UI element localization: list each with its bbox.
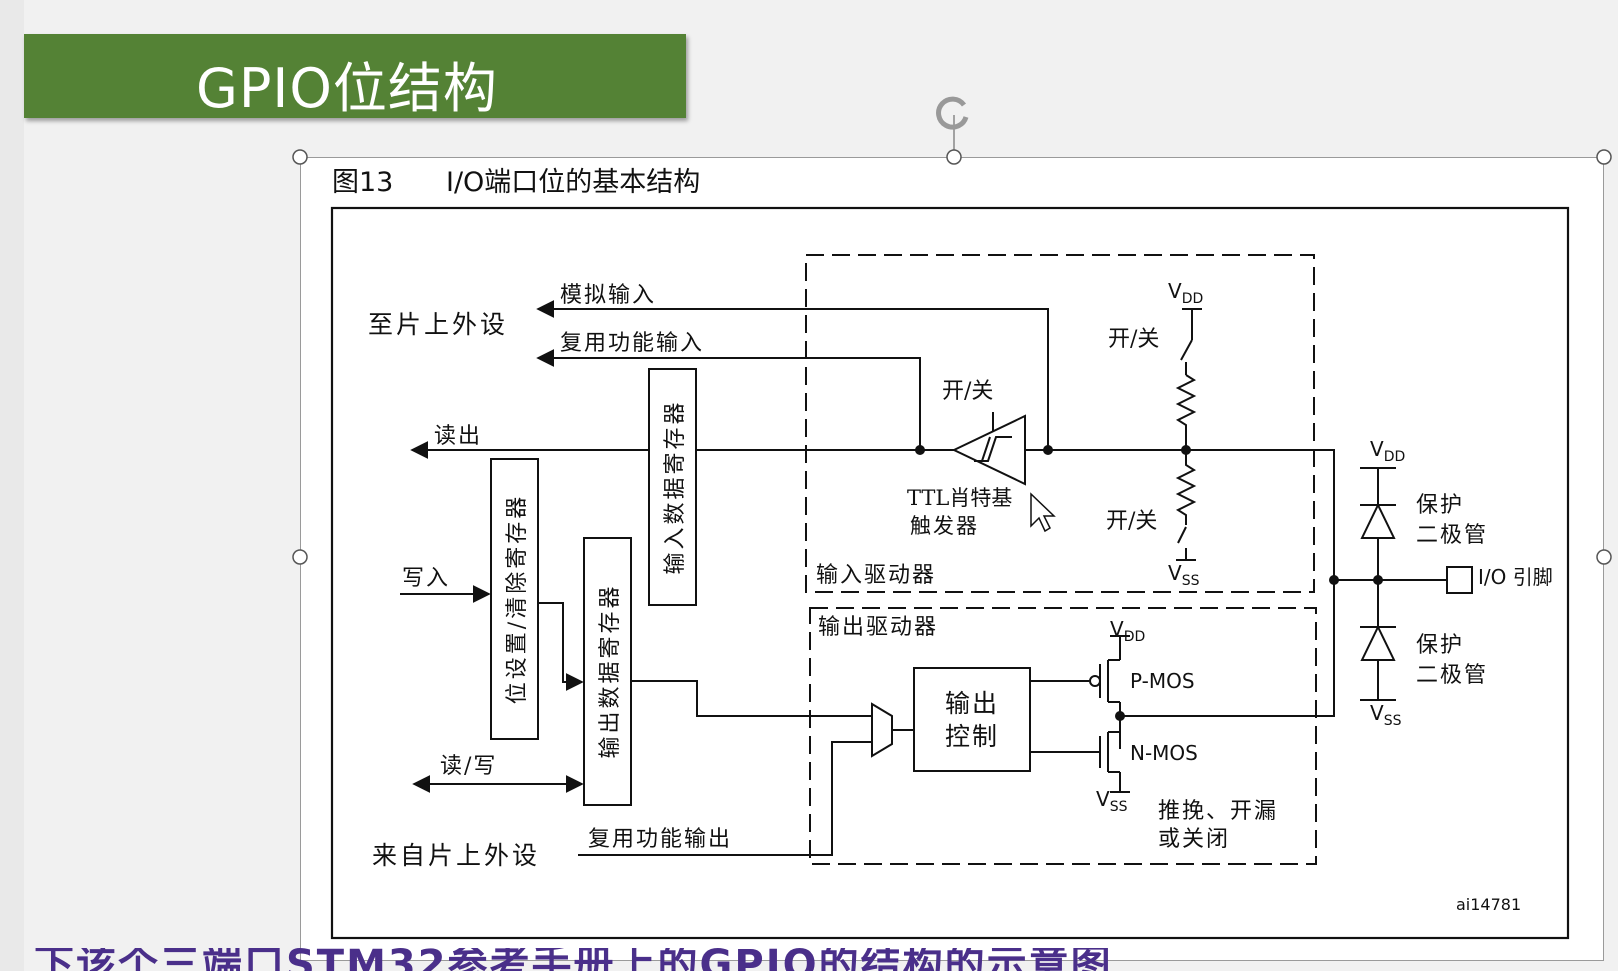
pulldown-vss-label: VSS (1168, 561, 1200, 589)
junction-dot (1329, 575, 1339, 585)
output-control-box (913, 667, 1031, 772)
schmitt-label-line1: TTL肖特基 (907, 486, 1012, 510)
diode-vss-label: VSS (1370, 701, 1402, 729)
rotate-handle-icon[interactable] (936, 96, 969, 130)
output-control-line2: 控制 (945, 722, 999, 751)
output-driver-box (809, 607, 1317, 865)
write-in-label: 写入 (402, 566, 450, 591)
output-mux-symbol (871, 702, 893, 758)
pullup-vdd-label: VDD (1168, 279, 1203, 307)
nmos-label: N-MOS (1130, 741, 1198, 765)
diode-vdd-label: VDD (1370, 437, 1405, 465)
odr-to-mux-path (631, 680, 872, 717)
to-peripheral-label: 至片上外设 (368, 310, 508, 339)
slide-title: GPIO位结构 (196, 57, 498, 120)
mode-label-line2: 或关闭 (1158, 827, 1230, 852)
selection-handles (292, 96, 1612, 565)
read-write-label: 读/写 (440, 754, 497, 779)
analog-input-path (536, 300, 1049, 450)
bottom-subtitle-text: 下该个三端口STM32参考手册上的GPIO的结构的示意图 (34, 948, 1113, 971)
resize-handle-right[interactable] (1596, 549, 1612, 565)
mos-vdd-label: VDD (1110, 617, 1145, 645)
figure-caption-text: I/O端口位的基本结构 (446, 167, 701, 198)
schmitt-label-line2: 触发器 (910, 514, 979, 538)
output-driver-label: 输出驱动器 (818, 615, 938, 640)
junction-dot (1373, 575, 1383, 585)
junction-dot (1181, 445, 1191, 455)
junction-dot (1043, 445, 1053, 455)
figure-code-label: ai14781 (1456, 895, 1521, 914)
lower-diode-label-2: 二极管 (1416, 663, 1488, 688)
analog-input-label: 模拟输入 (560, 283, 656, 308)
output-data-register-box (583, 537, 632, 806)
resize-handle-top[interactable] (946, 149, 962, 165)
io-pin-label: I/O 引脚 (1478, 565, 1553, 589)
junction-dot (1115, 711, 1125, 721)
input-driver-box (805, 254, 1315, 593)
af-output-label: 复用功能输出 (588, 827, 732, 852)
title-banner[interactable]: GPIO位结构 (24, 34, 686, 120)
input-driver-label: 输入驱动器 (816, 563, 936, 588)
mos-vss-label: VSS (1096, 787, 1128, 815)
upper-diode-label-1: 保护 (1416, 493, 1464, 518)
read-out-label: 读出 (434, 424, 482, 449)
io-pin-box (1446, 566, 1473, 594)
input-data-register-box (648, 368, 697, 606)
mouse-cursor-icon (1030, 492, 1056, 533)
diagram-border (330, 206, 1570, 940)
output-data-register-label: 输出数据寄存器 (598, 583, 623, 758)
from-peripheral-label: 来自片上外设 (372, 841, 540, 870)
resize-handle-left[interactable] (292, 549, 308, 565)
figure-caption: 图13 I/O端口位的基本结构 (332, 160, 700, 199)
register-labels: 输入数据寄存器 位设置/清除寄存器 输出数据寄存器 (505, 399, 688, 758)
bit-set-reset-register-label: 位设置/清除寄存器 (505, 494, 530, 704)
mode-label-line1: 推挽、开漏 (1158, 799, 1278, 824)
output-control-line1: 输出 (945, 689, 999, 718)
junction-dot (915, 445, 925, 455)
resize-handle-top-left[interactable] (292, 149, 308, 165)
input-data-register-label: 输入数据寄存器 (663, 399, 688, 574)
resize-handle-top-right[interactable] (1596, 149, 1612, 165)
upper-diode-label-2: 二极管 (1416, 523, 1488, 548)
af-input-label: 复用功能输入 (560, 331, 704, 356)
schmitt-on-off-label: 开/关 (942, 379, 993, 404)
bottom-subtitle-strip: 下该个三端口STM32参考手册上的GPIO的结构的示意图 (24, 948, 1618, 971)
bsrr-to-odr-path (538, 602, 584, 691)
protection-diode-network (1333, 450, 1447, 701)
bit-set-reset-register-box (490, 458, 539, 740)
af-output-path (578, 741, 872, 856)
pull-resistor-network (1175, 308, 1202, 561)
figure-number: 图13 (332, 167, 394, 198)
pulldown-on-off-label: 开/关 (1106, 509, 1157, 534)
af-input-path (536, 349, 921, 450)
lower-diode-label-1: 保护 (1416, 633, 1464, 658)
pmos-label: P-MOS (1130, 669, 1195, 693)
schmitt-trigger-symbol (951, 412, 1026, 486)
pullup-on-off-label: 开/关 (1108, 327, 1159, 352)
